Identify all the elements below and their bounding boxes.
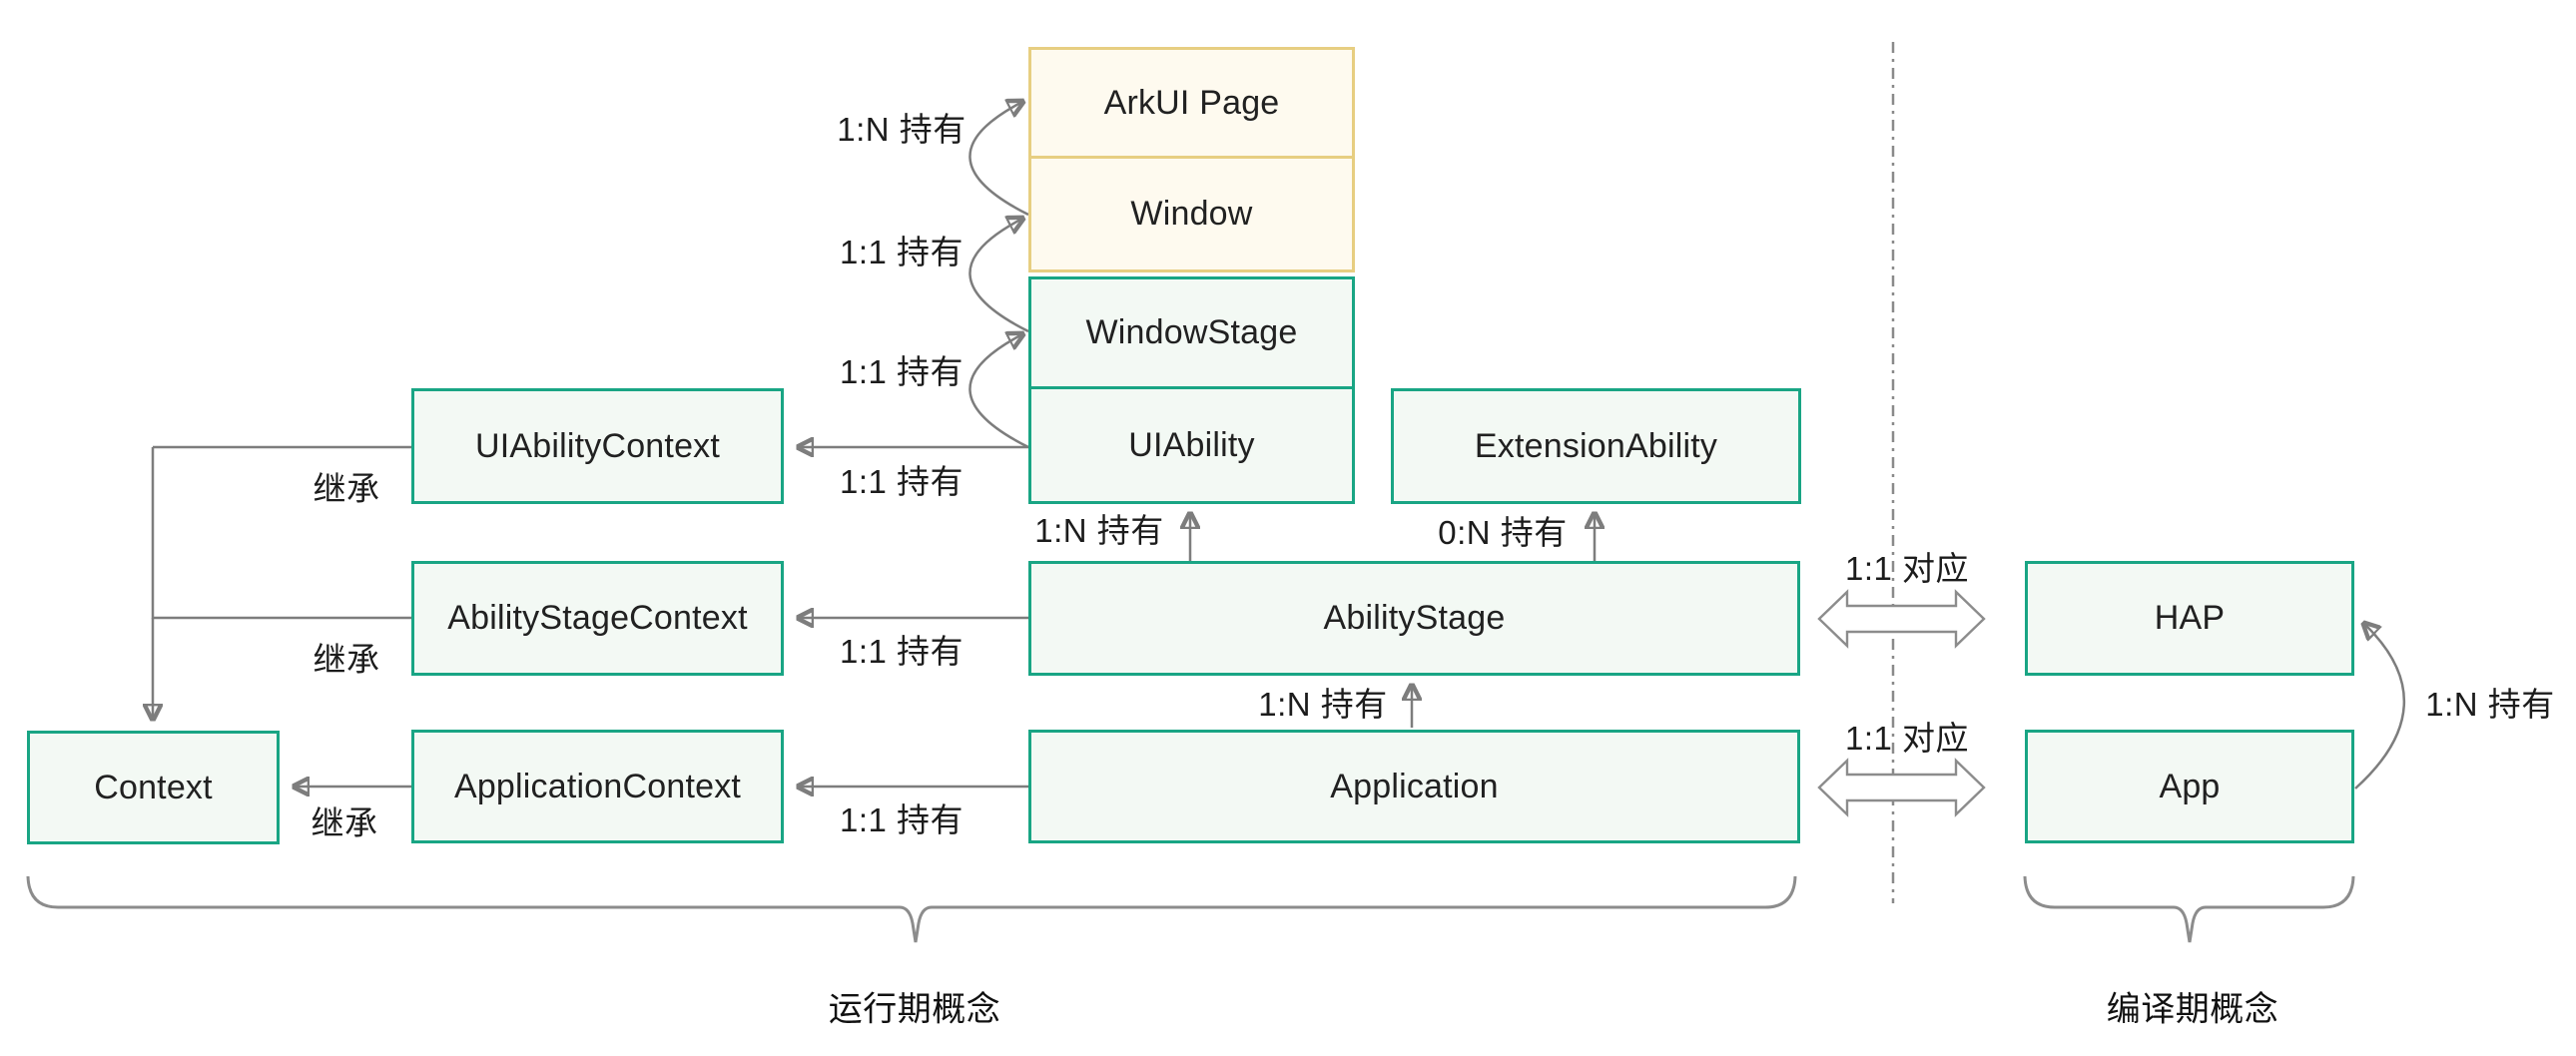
node-uiability-label: UIAbility xyxy=(1128,425,1255,464)
node-applicationcontext: ApplicationContext xyxy=(411,730,784,843)
node-windowstage-label: WindowStage xyxy=(1085,313,1298,351)
node-abilitystagecontext: AbilityStageContext xyxy=(411,561,784,676)
node-application-label: Application xyxy=(1330,767,1499,805)
node-extensionability-label: ExtensionAbility xyxy=(1474,426,1718,465)
label-inherit-application: 继承 xyxy=(311,804,378,841)
node-abilitystage-label: AbilityStage xyxy=(1323,599,1506,637)
node-application: Application xyxy=(1028,730,1800,843)
correspondence-arrow-stage-hap xyxy=(1817,589,1986,649)
arc-app-hap xyxy=(2354,624,2406,790)
node-app-label: App xyxy=(2159,767,2221,805)
node-window: Window xyxy=(1028,156,1355,272)
node-context: Context xyxy=(27,731,280,844)
label-corr-application-app: 1:1 对应 xyxy=(1844,720,1970,757)
label-stage-holds-extension: 0:N 持有 xyxy=(1438,514,1568,551)
node-windowstage: WindowStage xyxy=(1028,276,1355,389)
node-uiabilitycontext: UIAbilityContext xyxy=(411,388,784,504)
node-window-label: Window xyxy=(1130,195,1253,233)
label-application-holds-stage: 1:N 持有 xyxy=(1258,686,1388,723)
runtime-group-caption: 运行期概念 xyxy=(828,990,1001,1029)
runtime-brace xyxy=(26,875,1797,943)
label-ability-holds-context: 1:1 持有 xyxy=(839,463,965,500)
node-context-label: Context xyxy=(94,768,213,806)
arc-windowstage-window xyxy=(968,219,1028,333)
compile-brace xyxy=(2023,875,2355,943)
arc-window-arkuipage xyxy=(968,102,1028,217)
label-stage-holds-ability: 1:N 持有 xyxy=(1034,512,1164,549)
node-extensionability: ExtensionAbility xyxy=(1391,388,1801,504)
label-inherit-ui: 继承 xyxy=(313,470,380,507)
node-applicationcontext-label: ApplicationContext xyxy=(453,767,742,805)
node-hap-label: HAP xyxy=(2154,599,2226,637)
node-app: App xyxy=(2025,730,2354,843)
label-window-holds-page: 1:N 持有 xyxy=(837,111,966,148)
label-app-holds-hap: 1:N 持有 xyxy=(2425,686,2555,723)
label-stage-holds-window: 1:1 持有 xyxy=(839,234,965,270)
node-arkui-page-label: ArkUI Page xyxy=(1103,83,1280,122)
arc-uiability-windowstage xyxy=(968,334,1028,449)
node-hap: HAP xyxy=(2025,561,2354,676)
label-corr-stage-hap: 1:1 对应 xyxy=(1844,550,1970,587)
node-uiabilitycontext-label: UIAbilityContext xyxy=(474,426,721,465)
compile-group-caption: 编译期概念 xyxy=(2106,990,2279,1029)
node-abilitystagecontext-label: AbilityStageContext xyxy=(447,599,748,637)
label-stage-holds-context: 1:1 持有 xyxy=(839,633,965,670)
node-uiability: UIAbility xyxy=(1028,386,1355,504)
node-arkui-page: ArkUI Page xyxy=(1028,47,1355,159)
label-application-holds-context: 1:1 持有 xyxy=(839,801,965,838)
correspondence-arrow-application-app xyxy=(1817,758,1986,817)
label-inherit-stage: 继承 xyxy=(313,641,380,678)
label-ability-holds-stage: 1:1 持有 xyxy=(839,353,965,390)
node-abilitystage: AbilityStage xyxy=(1028,561,1800,676)
